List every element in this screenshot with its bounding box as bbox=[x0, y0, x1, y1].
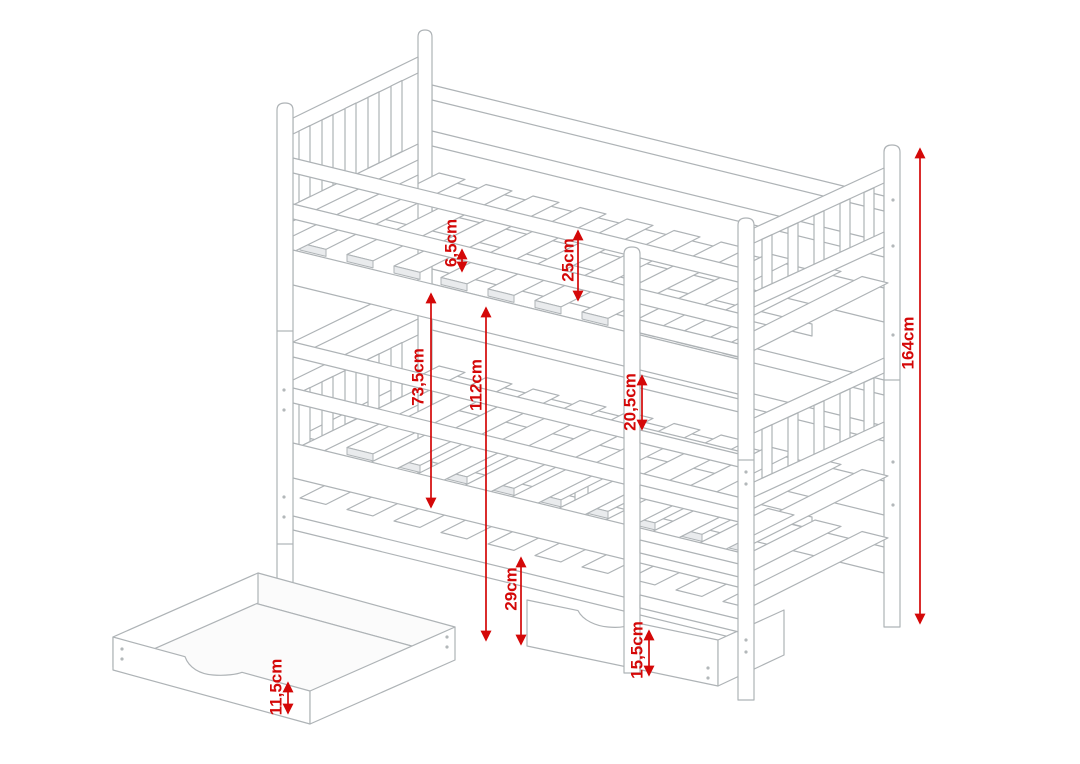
dimension-upper-slat-gap: 6,5cm bbox=[441, 219, 468, 273]
dimension-label-bunk-clearance: 112cm bbox=[466, 359, 485, 411]
dimension-label-pullout-drawer-front-height: 11,5cm bbox=[266, 659, 285, 716]
head-near-post bbox=[276, 102, 294, 586]
dimension-upper-bed-frame-height: 25cm bbox=[558, 229, 584, 302]
footboard-upper-panel bbox=[753, 167, 885, 308]
dimension-label-upper-bed-frame-height: 25cm bbox=[558, 238, 577, 281]
ladder bbox=[623, 246, 740, 674]
dimension-overall-height: 164cm bbox=[898, 147, 926, 625]
pullout-drawer-right-side bbox=[309, 626, 456, 725]
dimension-label-lower-guard-rail-height: 73,5cm bbox=[408, 348, 427, 406]
dimension-under-bed-height: 29cm bbox=[501, 556, 527, 646]
dimension-ladder-rung-spacing: 20,5cm bbox=[620, 373, 648, 431]
dimension-lower-guard-rail-height: 73,5cm bbox=[408, 292, 437, 509]
dimension-label-bed-drawer-front-height: 15,5cm bbox=[627, 621, 646, 679]
dimension-bed-drawer-front-height: 15,5cm bbox=[627, 621, 655, 679]
dimension-label-ladder-rung-spacing: 20,5cm bbox=[620, 373, 639, 431]
dimension-label-overall-height: 164cm bbox=[898, 317, 917, 370]
pullout-drawer bbox=[112, 572, 456, 725]
pullout-drawer-front bbox=[112, 636, 311, 725]
footboard-lower-panel bbox=[753, 357, 885, 498]
foot-far-post bbox=[883, 144, 901, 628]
dimension-label-under-bed-height: 29cm bbox=[501, 567, 520, 610]
dimension-label-upper-slat-gap: 6,5cm bbox=[441, 219, 460, 267]
dimension-pullout-drawer-front-height: 11,5cm bbox=[266, 659, 294, 716]
ladder-left-stile bbox=[623, 246, 641, 674]
dimension-bunk-clearance: 112cm bbox=[466, 306, 492, 642]
foot-near-post bbox=[737, 217, 755, 701]
